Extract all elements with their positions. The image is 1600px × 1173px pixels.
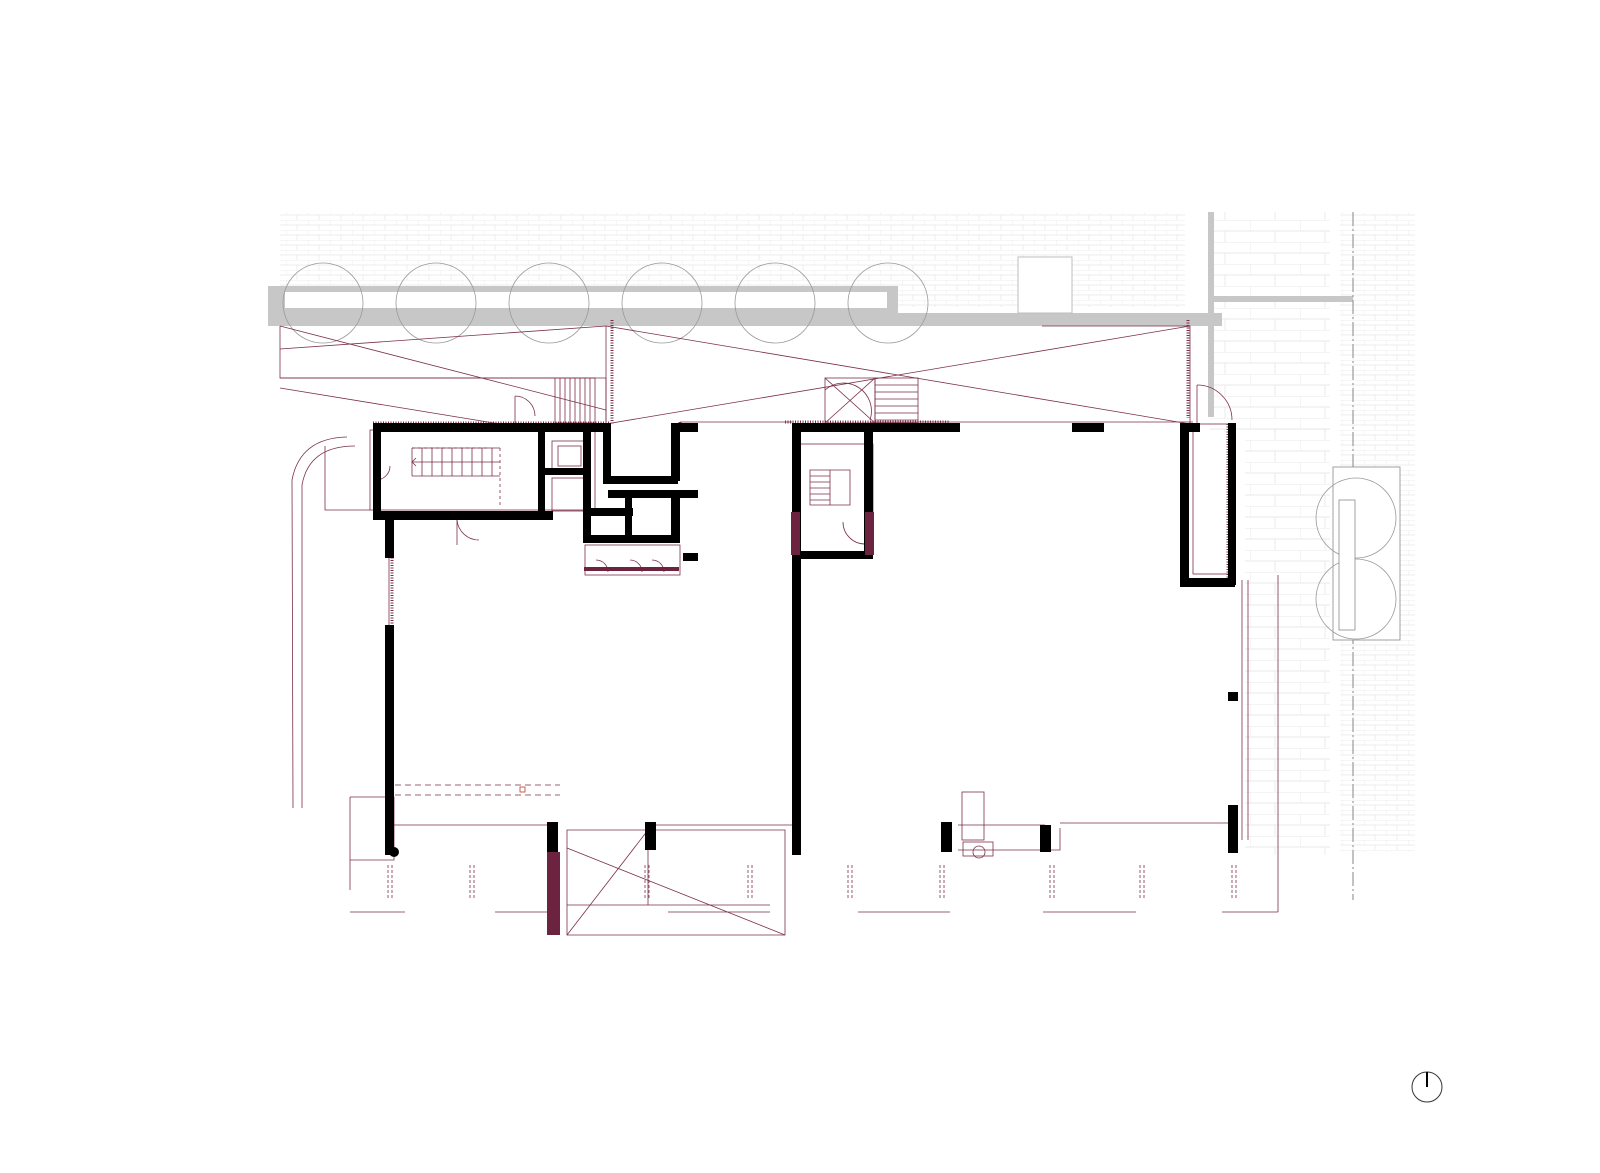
stair-landing-dashed	[412, 447, 501, 505]
wall	[603, 423, 611, 483]
wall	[1180, 423, 1189, 585]
canopy-diagonal	[605, 325, 1191, 425]
wall	[1228, 805, 1238, 853]
small-marks	[519, 786, 526, 793]
paving-east	[1210, 212, 1330, 432]
column-ticks	[387, 865, 1233, 900]
wall	[792, 551, 873, 559]
fence-vertical	[1208, 212, 1214, 417]
wall	[373, 423, 611, 432]
wall	[792, 423, 801, 855]
lift-cabin	[557, 445, 582, 467]
door-swing	[1196, 384, 1233, 421]
wall	[671, 490, 680, 542]
canopy-outline	[567, 835, 770, 906]
paving-street-east	[1245, 425, 1330, 855]
door-swing	[824, 382, 872, 421]
wall	[864, 423, 960, 432]
wall	[1072, 423, 1104, 432]
wall	[1040, 825, 1051, 852]
ramp-outline	[291, 436, 348, 809]
door-diagonal	[824, 377, 876, 424]
wall	[538, 468, 590, 475]
site-context	[268, 212, 1415, 900]
tree-icon	[734, 262, 816, 344]
canopy-diagonal	[279, 387, 501, 425]
canopy-outline	[1042, 325, 1191, 424]
marker	[519, 786, 526, 793]
wall	[671, 423, 698, 432]
wall	[603, 476, 678, 484]
new-wall	[584, 567, 679, 571]
wall	[583, 423, 591, 543]
stair-step-lines	[559, 378, 591, 423]
wall	[385, 625, 394, 855]
wc-block	[584, 544, 681, 576]
stair-steps	[809, 469, 851, 506]
wall	[1185, 423, 1200, 432]
site-edge	[349, 797, 1278, 913]
tree-icon	[847, 262, 929, 344]
chimney	[961, 791, 985, 841]
wall	[625, 490, 632, 542]
wall	[583, 423, 611, 431]
stair-core	[799, 443, 874, 555]
wall	[373, 511, 553, 520]
wall	[671, 423, 680, 481]
new-wall	[547, 852, 560, 935]
canopy-diagonal	[566, 847, 786, 936]
dashed-beam	[395, 784, 560, 796]
tree-icon	[508, 262, 590, 344]
tree-icon	[395, 262, 477, 344]
wall	[373, 423, 381, 518]
canopy-diagonal	[279, 325, 607, 350]
stair-arrow-head	[411, 457, 417, 467]
shed	[1017, 256, 1073, 314]
wall	[683, 553, 698, 561]
lift	[551, 440, 588, 472]
canopy-diagonal	[566, 829, 649, 936]
bench	[1338, 499, 1356, 631]
wall-end	[389, 847, 399, 857]
ramp-edge	[324, 446, 370, 511]
wall	[547, 822, 558, 852]
wall	[1228, 692, 1238, 701]
door-swing	[456, 519, 480, 541]
site-edge	[958, 828, 1061, 851]
walls	[373, 423, 1238, 857]
wall	[1228, 423, 1236, 585]
tree-icon	[282, 262, 364, 344]
new-wall	[865, 512, 874, 555]
wall	[864, 423, 873, 559]
wall	[385, 518, 394, 558]
wall	[645, 822, 656, 850]
plan-lines	[279, 325, 1279, 936]
tree-icon	[1315, 477, 1397, 559]
planter-inner	[285, 292, 887, 308]
tree-icon	[1315, 558, 1397, 640]
tree-icon	[621, 262, 703, 344]
wall	[792, 423, 872, 432]
door-swing	[514, 395, 536, 417]
chimney-flue	[972, 845, 986, 859]
wall	[608, 490, 698, 498]
north-arrow-icon	[1411, 1071, 1443, 1103]
stair-step-lines	[875, 384, 918, 421]
door-swing	[842, 521, 866, 545]
glazing-line	[1241, 580, 1249, 840]
fence-horizontal	[1208, 296, 1353, 302]
column-ticks	[391, 865, 1237, 900]
glazing-line	[390, 822, 1235, 826]
new-walls	[547, 512, 874, 935]
wall	[941, 822, 952, 852]
canopy-diagonal	[279, 325, 607, 411]
wall	[1180, 578, 1235, 587]
new-wall	[791, 512, 800, 555]
wall	[585, 535, 680, 543]
ramp-outline	[301, 445, 356, 808]
wall	[583, 508, 633, 516]
chimney-base	[962, 841, 994, 857]
